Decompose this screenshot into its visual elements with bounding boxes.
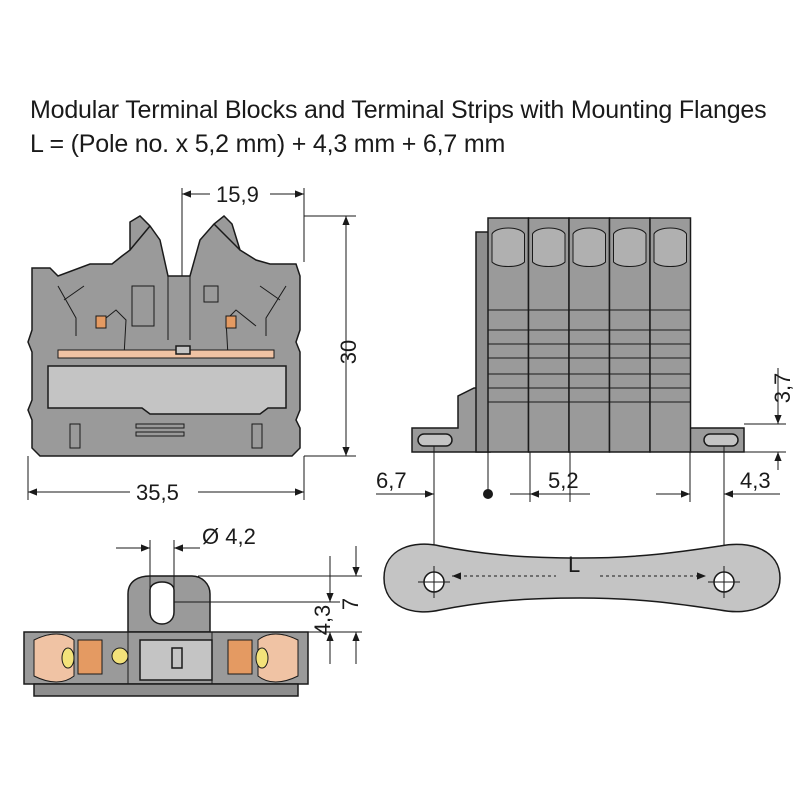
dim-label-top-width: 15,9	[216, 182, 259, 207]
hole-slot	[149, 581, 175, 625]
dim-flange-height: 3,7	[744, 368, 795, 470]
dim-overall-width: 35,5	[27, 456, 305, 505]
pole-cap-3	[572, 227, 606, 267]
dim-label-overall-width: 35,5	[136, 480, 179, 505]
pole-cap-2	[532, 227, 566, 267]
clamp-right	[225, 315, 237, 329]
pole-cap-1	[491, 227, 525, 267]
mounting-pattern: L	[383, 543, 781, 613]
dim-hole-diameter: Ø 4,2	[116, 524, 256, 592]
dim-label-hole-diameter: Ø 4,2	[202, 524, 256, 549]
clamp-top-right	[227, 639, 253, 675]
length-formula: L = (Pole no. x 5,2 mm) + 4,3 mm + 6,7 m…	[30, 130, 506, 158]
bus-bar	[57, 349, 275, 359]
dim-top-width: 15,9	[181, 182, 305, 276]
dim-label-left-offset: 6,7	[376, 468, 407, 493]
dim-label-right-offset: 4,3	[740, 468, 771, 493]
dim-hole-height: 4,3 7	[174, 546, 363, 664]
pole-cap-5	[653, 227, 687, 267]
marker-dot	[111, 647, 129, 665]
dim-left-offset: 6,7	[376, 446, 493, 600]
dim-label-flange-height: 3,7	[770, 373, 795, 404]
clamp-left	[95, 315, 107, 329]
dim-label-length: L	[568, 552, 580, 577]
dim-label-height: 30	[336, 340, 361, 364]
front-view	[27, 214, 301, 457]
dim-label-hole-height: 4,3	[310, 605, 335, 636]
dim-right-offset: 4,3	[656, 446, 780, 600]
dim-label-flange-total: 7	[338, 598, 363, 610]
clamp-top-left	[77, 639, 103, 675]
dim-label-pitch: 5,2	[548, 468, 579, 493]
strip-view	[411, 217, 745, 453]
diagram-title: Modular Terminal Blocks and Terminal Str…	[30, 96, 767, 124]
dim-pitch: 5,2	[510, 452, 590, 502]
pole-cap-4	[613, 227, 647, 267]
top-view	[23, 575, 309, 697]
dim-height: 30	[304, 215, 361, 457]
